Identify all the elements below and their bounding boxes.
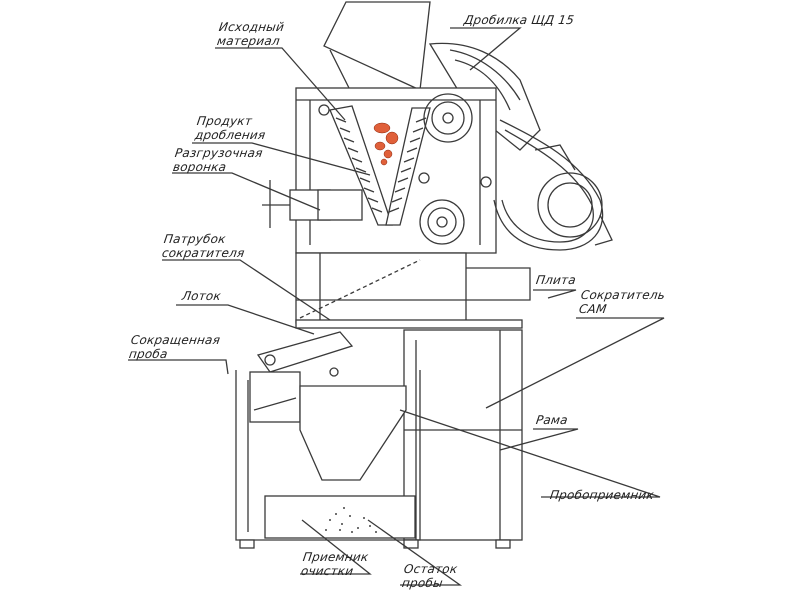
tray — [256, 331, 354, 373]
residue-box — [264, 495, 416, 539]
fixed-jaw — [385, 107, 431, 226]
label-sample-collector: Пробоприемник — [549, 488, 655, 502]
discharge-funnel — [317, 189, 363, 221]
label-cleaning-receiver: Приемник очистки — [300, 550, 370, 578]
label-reduced-sample: Сокращенная проба — [128, 333, 222, 361]
crusher-body — [295, 87, 497, 254]
label-plate: Плита — [535, 273, 577, 287]
label-sample-residue: Остаток пробы — [401, 562, 459, 590]
residue-dots — [325, 507, 377, 533]
frame — [403, 329, 523, 541]
label-discharge-funnel: Разгрузочная воронка — [172, 146, 264, 174]
feed-hopper — [323, 1, 431, 91]
drive-belt — [493, 119, 604, 251]
reduced-sample-box — [249, 371, 301, 423]
upper-eccentric-wheel — [423, 93, 473, 143]
label-divider-pipe: Патрубок сократителя — [161, 232, 246, 260]
label-frame: Рама — [535, 413, 569, 427]
label-crusher: Дробилка ЩД 15 — [463, 13, 575, 27]
plate — [295, 319, 523, 329]
label-divider-sam: Сократитель САМ — [578, 288, 667, 316]
label-source-material: Исходный материал — [216, 20, 286, 48]
divider-pipe-box — [295, 252, 467, 324]
label-crushed-product: Продукт дробления — [194, 114, 267, 142]
crushed-particles — [373, 122, 399, 166]
motor-pulley — [537, 172, 603, 238]
label-tray: Лоток — [181, 289, 222, 303]
sample-collector-funnel — [299, 385, 407, 481]
lower-eccentric-wheel — [419, 199, 465, 245]
